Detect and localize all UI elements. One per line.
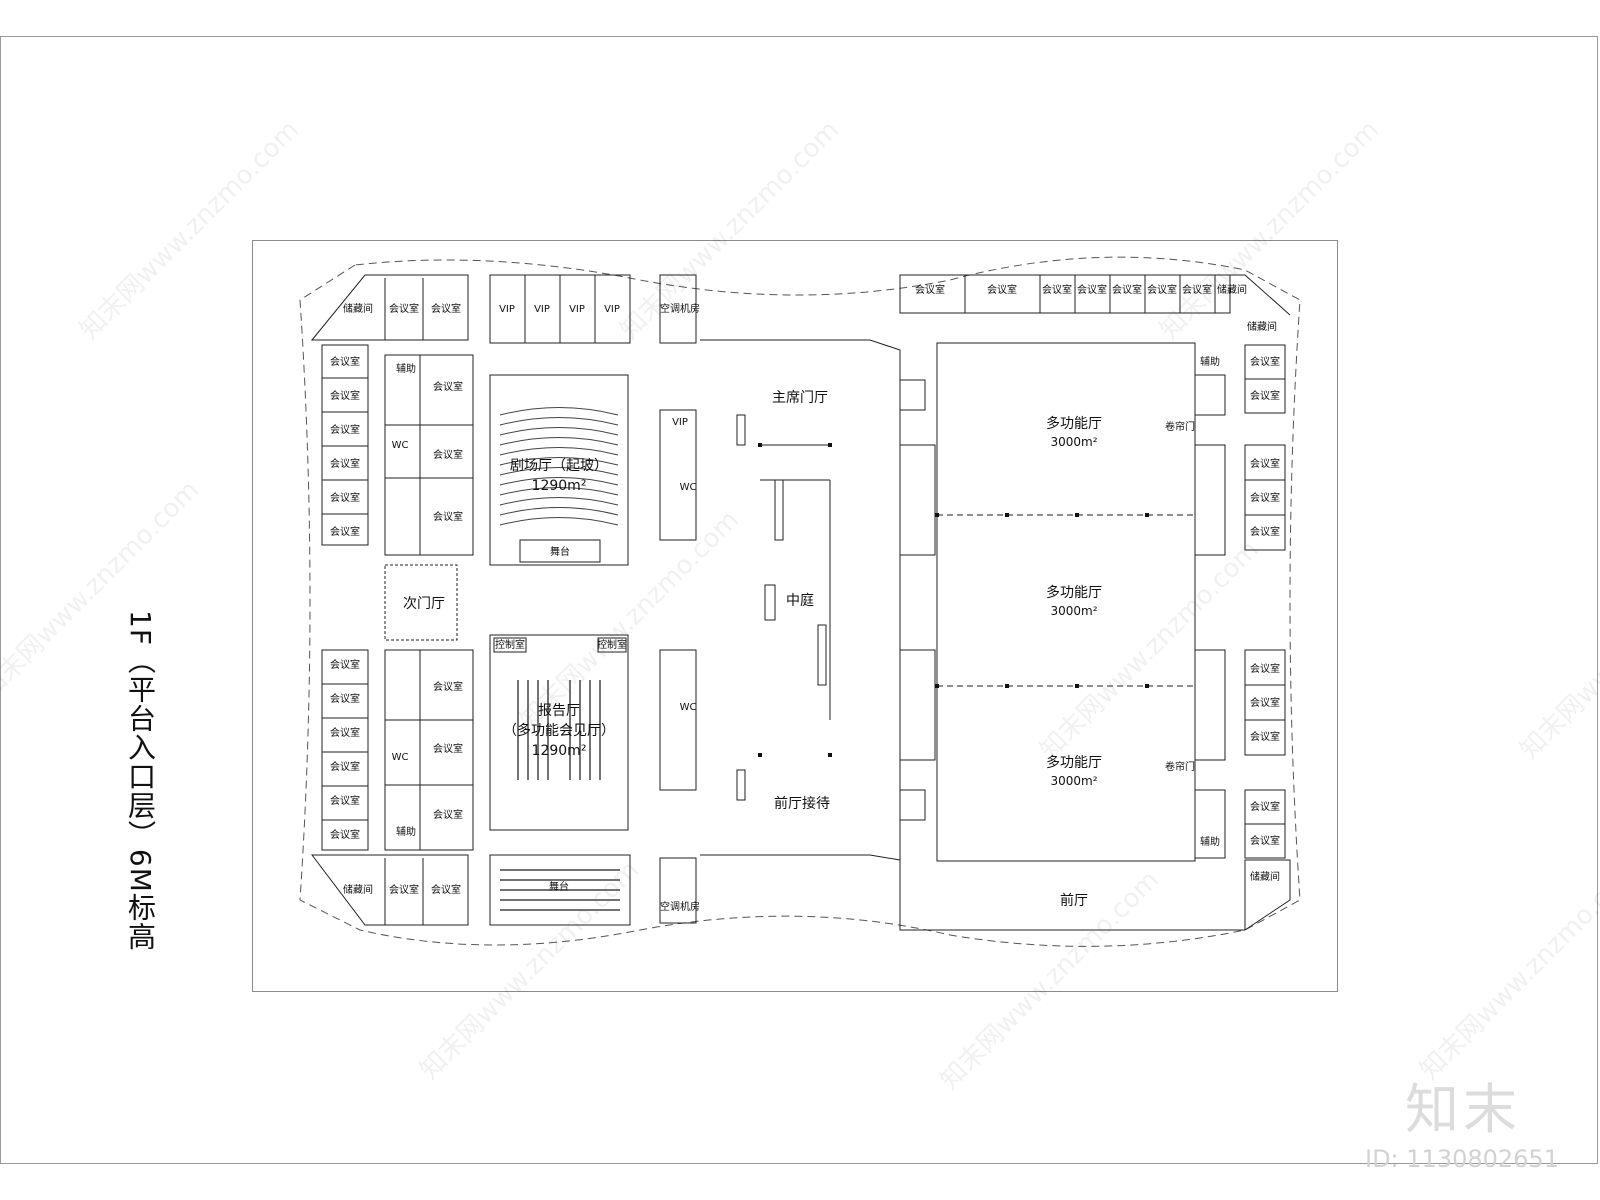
- meeting-label: 会议室: [389, 883, 419, 896]
- meeting-label: 会议室: [1182, 283, 1212, 296]
- hvac-label: 空调机房: [660, 900, 700, 913]
- stage-label-bottom: 舞台: [549, 880, 569, 893]
- secondary-lobby-label: 次门厅: [403, 596, 445, 612]
- meeting-label: 会议室: [1077, 283, 1107, 296]
- meeting-label: 会议室: [330, 658, 360, 671]
- meeting-label: 会议室: [1250, 800, 1280, 813]
- meeting-label: 会议室: [330, 389, 360, 402]
- control-room-label: 控制室: [495, 638, 525, 651]
- wc-label: WC: [392, 440, 409, 451]
- multifunction-hall-2: 多功能厅: [1046, 584, 1102, 601]
- multifunction-hall-1-area: 3000m²: [1050, 435, 1097, 449]
- meeting-label: 会议室: [1250, 389, 1280, 402]
- theater-area: 1290m²: [532, 478, 587, 494]
- meeting-label: 会议室: [1112, 283, 1142, 296]
- meeting-label: 会议室: [433, 742, 463, 755]
- rolling-door-label: 卷帘门: [1165, 420, 1195, 433]
- hvac-label: 空调机房: [660, 302, 700, 315]
- meeting-label: 会议室: [1250, 662, 1280, 675]
- storage-label: 储藏间: [1250, 870, 1280, 883]
- vip-label: VIP: [604, 304, 620, 315]
- meeting-label: 会议室: [1042, 283, 1072, 296]
- multifunction-hall-2-area: 3000m²: [1050, 604, 1097, 618]
- front-hall-label: 前厅: [1060, 892, 1088, 909]
- multifunction-hall-1: 多功能厅: [1046, 415, 1102, 432]
- meeting-label: 会议室: [1147, 283, 1177, 296]
- control-room-label: 控制室: [597, 638, 627, 651]
- atrium-label: 中庭: [786, 592, 814, 609]
- meeting-label: 会议室: [330, 457, 360, 470]
- wc-label: WC: [392, 752, 409, 763]
- theater-label: 剧场厅（起坡）: [510, 458, 608, 474]
- meeting-label: 会议室: [1250, 355, 1280, 368]
- drawing-title: 1F（平台入口层）6M标高: [124, 610, 157, 951]
- meeting-label: 会议室: [330, 525, 360, 538]
- meeting-label: 会议室: [330, 355, 360, 368]
- aux-label: 辅助: [1200, 355, 1220, 368]
- aux-label: 辅助: [396, 362, 416, 375]
- meeting-label: 会议室: [1250, 525, 1280, 538]
- meeting-label: 会议室: [915, 283, 945, 296]
- brand-logo: 知末: [1405, 1078, 1521, 1141]
- meeting-label: 会议室: [433, 380, 463, 393]
- meeting-label: 会议室: [1250, 491, 1280, 504]
- lecture-hall-sub: （多功能会见厅）: [503, 722, 615, 739]
- rolling-door-label: 卷帘门: [1165, 760, 1195, 773]
- vip-label: VIP: [569, 304, 585, 315]
- drawing-frame: [0, 36, 1598, 1164]
- multifunction-hall-3-area: 3000m²: [1050, 774, 1097, 788]
- meeting-label: 会议室: [431, 302, 461, 315]
- storage-label: 储藏间: [343, 302, 373, 315]
- meeting-label: 会议室: [389, 302, 419, 315]
- meeting-label: 会议室: [987, 283, 1017, 296]
- aux-label: 辅助: [396, 825, 416, 838]
- lecture-hall-area: 1290m²: [532, 743, 587, 759]
- vip-label: VIP: [499, 304, 515, 315]
- meeting-label: 会议室: [1250, 730, 1280, 743]
- meeting-label: 会议室: [433, 680, 463, 693]
- meeting-label: 会议室: [330, 726, 360, 739]
- drawing-id: ID: 1130802651: [1365, 1145, 1559, 1173]
- reception-label: 前厅接待: [774, 795, 830, 812]
- meeting-label: 会议室: [1250, 696, 1280, 709]
- storage-label: 储藏间: [343, 883, 373, 896]
- meeting-label: 会议室: [433, 510, 463, 523]
- aux-label: 辅助: [1200, 835, 1220, 848]
- meeting-label: 会议室: [330, 491, 360, 504]
- wc-label: WC: [680, 482, 697, 493]
- meeting-label: 会议室: [1250, 834, 1280, 847]
- main-lobby-label: 主席门厅: [772, 390, 828, 406]
- storage-label: 储藏间: [1217, 283, 1247, 296]
- meeting-label: 会议室: [330, 794, 360, 807]
- drawing-sheet: [252, 240, 1338, 992]
- meeting-label: 会议室: [433, 808, 463, 821]
- stage-label: 舞台: [550, 545, 570, 558]
- meeting-label: 会议室: [330, 692, 360, 705]
- multifunction-hall-3: 多功能厅: [1046, 754, 1102, 771]
- storage-label: 储藏间: [1247, 320, 1277, 333]
- meeting-label: 会议室: [330, 423, 360, 436]
- vip-label: VIP: [534, 304, 550, 315]
- meeting-label: 会议室: [431, 883, 461, 896]
- wc-label: WC: [680, 702, 697, 713]
- meeting-label: 会议室: [433, 448, 463, 461]
- meeting-label: 会议室: [330, 760, 360, 773]
- vip-label: VIP: [672, 417, 688, 428]
- meeting-label: 会议室: [1250, 457, 1280, 470]
- meeting-label: 会议室: [330, 828, 360, 841]
- lecture-hall-label: 报告厅: [538, 703, 580, 719]
